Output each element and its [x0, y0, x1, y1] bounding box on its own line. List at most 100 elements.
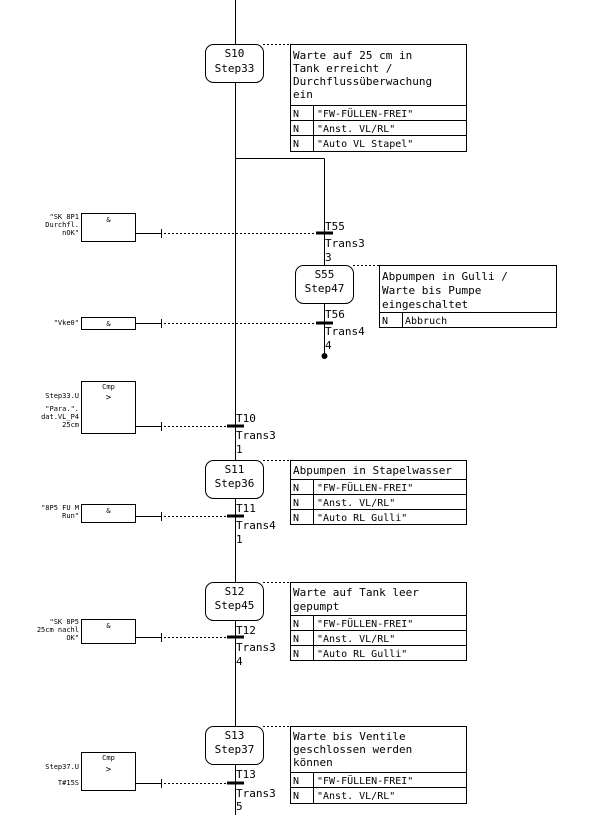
action-text: "FW-FÜLLEN-FREI"	[317, 481, 413, 494]
step-s13[interactable]: S13 Step37	[205, 726, 264, 765]
step-s10[interactable]: S10 Step33	[205, 44, 264, 83]
action-qualifier: N	[293, 634, 299, 645]
step-name: S10	[225, 47, 245, 60]
action-text: Abbruch	[405, 316, 447, 327]
comment-line: Warte bis Ventile	[293, 730, 406, 743]
transition-t10[interactable]: T10 Trans3 1	[227, 412, 276, 456]
condition-input: dat.VL_P4	[41, 413, 79, 421]
action-qualifier: N	[293, 483, 299, 494]
transition-label: Trans3	[236, 641, 276, 654]
compare-box-t10[interactable]: Cmp > Step33.U "Para.". dat.VL_P4 25cm	[41, 381, 136, 434]
comment-line: Warte auf 25 cm in	[293, 49, 412, 62]
step-name: S55	[315, 268, 335, 281]
action-text: "Auto RL Gulli"	[317, 649, 407, 660]
transition-t11[interactable]: T11 Trans4 1	[227, 502, 276, 546]
compare-box-t13[interactable]: Cmp > Step37.U T#15S	[45, 752, 136, 791]
transition-name: T11	[236, 502, 256, 515]
step-name: S11	[225, 463, 245, 476]
transition-t12[interactable]: T12 Trans3 4	[227, 624, 276, 668]
step-name: S13	[225, 729, 245, 742]
comment-line: Abpumpen in Gulli /	[382, 270, 508, 283]
action-text: "FW-FÜLLEN-FREI"	[317, 617, 413, 630]
transition-name: T12	[236, 624, 256, 637]
comment-line: eingeschaltet	[382, 298, 468, 311]
condition-input: Durchfl.	[45, 221, 79, 229]
transition-t13[interactable]: T13 Trans3 5	[227, 768, 276, 813]
transition-label: Trans3	[236, 787, 276, 800]
condition-input: T#15S	[58, 779, 79, 787]
step-comment-box: Warte bis Ventile geschlossen werden kön…	[290, 726, 467, 804]
transition-label: Trans4	[325, 325, 365, 338]
step-s11[interactable]: S11 Step36	[205, 460, 264, 499]
step-comment-box: Abpumpen in Gulli / Warte bis Pumpe eing…	[379, 265, 557, 328]
transition-name: T56	[325, 308, 345, 321]
action-qualifier: N	[293, 109, 299, 120]
step-comment-box: Warte auf 25 cm in Tank erreicht / Durch…	[290, 44, 467, 152]
step-label: Step33	[215, 62, 255, 75]
transition-number: 5	[236, 800, 243, 813]
transition-number: 1	[236, 533, 243, 546]
action-text: "FW-FÜLLEN-FREI"	[317, 774, 413, 787]
condition-box-t11[interactable]: & "8P5 FU M Run"	[41, 504, 136, 523]
transition-name: T10	[236, 412, 256, 425]
transition-t55[interactable]: T55 Trans3 3	[316, 220, 365, 264]
action-text: "Anst. VL/RL"	[317, 124, 395, 135]
condition-input: OK"	[66, 634, 79, 642]
condition-type: Cmp	[102, 383, 115, 391]
comment-line: geschlossen werden	[293, 743, 412, 756]
action-qualifier: N	[293, 791, 299, 802]
action-text: "Anst. VL/RL"	[317, 634, 395, 645]
condition-input: 25cm nachl	[37, 626, 79, 634]
action-qualifier: N	[382, 316, 388, 327]
action-qualifier: N	[293, 776, 299, 787]
comment-line: Abpumpen in Stapelwasser	[293, 464, 452, 477]
transition-number: 3	[325, 251, 332, 264]
action-text: "Auto RL Gulli"	[317, 513, 407, 524]
step-s12[interactable]: S12 Step45	[205, 582, 264, 621]
transition-number: 4	[325, 339, 332, 352]
action-qualifier: N	[293, 124, 299, 135]
condition-type: &	[106, 622, 111, 630]
comment-line: Tank erreicht /	[293, 62, 392, 75]
comment-line: Durchflussüberwachung	[293, 75, 432, 88]
comment-line: können	[293, 756, 333, 769]
step-name: S12	[225, 585, 245, 598]
condition-input: "8P5 FU M	[41, 504, 79, 512]
comment-line: gepumpt	[293, 600, 339, 613]
step-s55[interactable]: S55 Step47	[295, 265, 354, 304]
step-label: Step36	[215, 477, 255, 490]
condition-input: "Vke0"	[54, 319, 79, 327]
condition-box-t12[interactable]: & "SK 8P5 25cm nachl OK"	[37, 618, 136, 644]
action-text: "Auto VL Stapel"	[317, 139, 413, 150]
condition-box-t56[interactable]: & "Vke0"	[54, 317, 136, 330]
transition-name: T13	[236, 768, 256, 781]
transition-number: 4	[236, 655, 243, 668]
condition-input: 25cm	[62, 421, 79, 429]
action-qualifier: N	[293, 139, 299, 150]
step-label: Step37	[215, 743, 255, 756]
branch-jump-dot	[321, 353, 328, 359]
condition-input: "SK 8P5	[49, 618, 79, 626]
compare-operator: >	[106, 765, 112, 775]
condition-type: Cmp	[102, 754, 115, 762]
transition-t56[interactable]: T56 Trans4 4	[316, 308, 365, 352]
condition-input: "SK 8P1	[49, 213, 79, 221]
step-label: Step45	[215, 599, 255, 612]
action-qualifier: N	[293, 498, 299, 509]
comment-line: ein	[293, 88, 313, 101]
step-comment-box: Warte auf Tank leer gepumpt N "FW-FÜLLEN…	[290, 582, 467, 661]
transition-name: T55	[325, 220, 345, 233]
action-text: "Anst. VL/RL"	[317, 791, 395, 802]
compare-operator: >	[106, 393, 112, 403]
condition-box-t55[interactable]: & "SK 8P1 Durchfl. nOK"	[45, 213, 136, 242]
condition-type: &	[106, 507, 111, 515]
condition-input: Run"	[62, 512, 79, 520]
condition-type: &	[106, 320, 111, 328]
action-qualifier: N	[293, 649, 299, 660]
action-text: "Anst. VL/RL"	[317, 498, 395, 509]
action-qualifier: N	[293, 619, 299, 630]
action-text: "FW-FÜLLEN-FREI"	[317, 107, 413, 120]
transition-label: Trans3	[236, 429, 276, 442]
transition-label: Trans4	[236, 519, 276, 532]
